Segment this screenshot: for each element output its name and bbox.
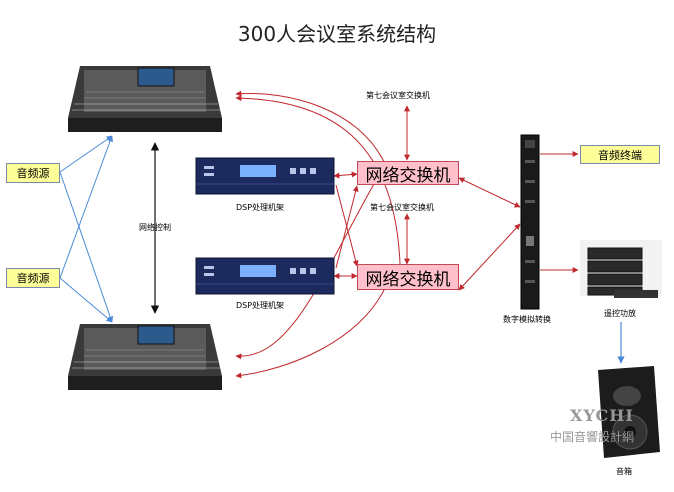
network-switch-1: 网络交换机 bbox=[357, 161, 459, 186]
audio-source-links bbox=[59, 135, 114, 323]
network-switch-2: 网络交换机 bbox=[357, 264, 459, 290]
dsp-label-1: DSP处理机架 bbox=[236, 203, 285, 212]
switch-mid-label: 第七会议室交换机 bbox=[370, 203, 434, 212]
converter-label: 数字模拟转换 bbox=[503, 315, 551, 324]
network-links bbox=[235, 90, 579, 379]
diagram-title: 300人会议室系统结构 bbox=[237, 22, 437, 46]
audio-source-box-2: 音频源 bbox=[6, 268, 60, 288]
audio-source-box-1: 音频源 bbox=[6, 163, 60, 183]
speaker-label: 音箱 bbox=[616, 467, 632, 476]
watermark-brand: XYCHI bbox=[570, 406, 634, 425]
power-amp-label: 遥控功放 bbox=[604, 309, 636, 318]
dsp-label-2: DSP处理机架 bbox=[236, 301, 285, 310]
audio-terminal-box: 音频终端 bbox=[580, 145, 660, 164]
sync-control-label: 网络控制 bbox=[139, 223, 171, 232]
watermark-subtitle: 中国音響設計網 bbox=[550, 430, 635, 444]
switch-top-label: 第七会议室交换机 bbox=[366, 91, 430, 100]
